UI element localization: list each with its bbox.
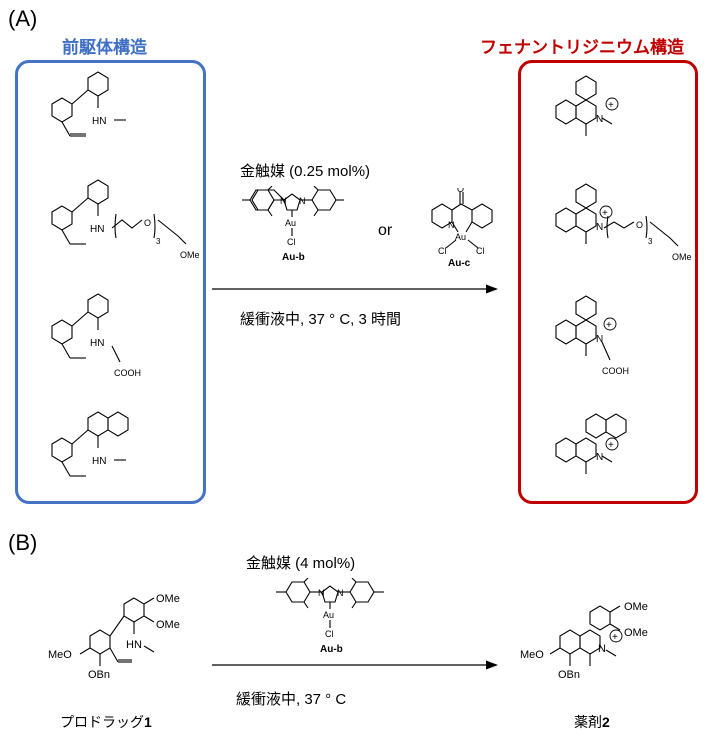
atom-cl: Cl bbox=[287, 237, 296, 247]
atom-n: N bbox=[448, 220, 455, 230]
catalyst-au-b-structure: N N Au Cl Au-b bbox=[242, 186, 344, 263]
reaction-conditions-b: 緩衝液中, 37 ° C bbox=[236, 691, 347, 708]
carboxylic-acid-label: COOH bbox=[114, 368, 141, 378]
amine-label: HN bbox=[92, 456, 106, 467]
methoxy-label: OMe bbox=[180, 250, 200, 260]
atom-au: Au bbox=[285, 218, 296, 228]
atom-n: N bbox=[337, 588, 344, 598]
reaction-arrow-a bbox=[212, 284, 498, 294]
atom-n: N bbox=[596, 452, 603, 463]
repeat-index: 3 bbox=[648, 237, 653, 246]
panel-b-label: (B) bbox=[8, 530, 38, 555]
atom-cl: Cl bbox=[438, 246, 447, 256]
benzyloxy-label: OBn bbox=[88, 669, 110, 681]
precursor-2-structure: HN O 3 OMe bbox=[51, 179, 200, 260]
methoxy-label: MeO bbox=[48, 649, 72, 661]
atom-o: O bbox=[457, 188, 464, 194]
methoxy-label: OMe bbox=[624, 627, 648, 639]
repeat-index: 3 bbox=[156, 237, 161, 246]
precursor-1-structure: HN bbox=[51, 71, 126, 137]
product-3-structure: N + COOH bbox=[555, 295, 629, 376]
benzyloxy-label: OBn bbox=[558, 669, 580, 681]
cation-charge: + bbox=[612, 632, 618, 643]
methoxy-label: OMe bbox=[156, 619, 180, 631]
atom-cl: Cl bbox=[476, 246, 485, 256]
methoxy-label: OMe bbox=[624, 601, 648, 613]
product-box bbox=[518, 60, 698, 504]
reaction-conditions-a: 緩衝液中, 37 ° C, 3 時間 bbox=[240, 311, 402, 328]
atom-n: N bbox=[299, 196, 306, 206]
methoxy-label: OMe bbox=[156, 593, 180, 605]
cation-charge: + bbox=[608, 440, 614, 451]
catalyst-loading-b: 金触媒 (4 mol%) bbox=[246, 555, 356, 572]
cation-charge: + bbox=[606, 320, 612, 331]
amine-label: HN bbox=[90, 224, 104, 235]
drug-caption-text: 薬剤 bbox=[574, 714, 602, 730]
catalyst-au-c-label: Au-c bbox=[448, 258, 471, 268]
product-4-structure: N + bbox=[555, 413, 627, 474]
panel-a-label: (A) bbox=[8, 6, 38, 31]
catalyst-au-b-structure-b: N N Au Cl Au-b bbox=[276, 578, 384, 655]
product-header: フェナントリジニウム構造 bbox=[480, 38, 684, 57]
atom-au: Au bbox=[323, 610, 334, 620]
atom-n: N bbox=[596, 114, 603, 125]
atom-o: O bbox=[636, 220, 643, 230]
product-1-structure: N + bbox=[555, 75, 619, 136]
drug-caption: 薬剤2 bbox=[574, 712, 610, 732]
prodrug-caption-text: プロドラッグ bbox=[60, 714, 144, 730]
atom-n: N bbox=[318, 588, 325, 598]
cation-charge: + bbox=[608, 100, 614, 111]
atom-o: O bbox=[144, 218, 151, 228]
atom-au: Au bbox=[455, 232, 466, 242]
catalyst-au-b-label: Au-b bbox=[320, 644, 343, 655]
methoxy-label: OMe bbox=[672, 252, 692, 262]
atom-cl: Cl bbox=[325, 629, 334, 639]
cation-charge: + bbox=[602, 208, 608, 219]
amine-label: HN bbox=[126, 639, 142, 651]
atom-n: N bbox=[596, 222, 603, 233]
amine-label: HN bbox=[92, 116, 106, 127]
precursor-3-structure: HN COOH bbox=[51, 293, 141, 378]
catalyst-loading-a: 金触媒 (0.25 mol%) bbox=[240, 163, 371, 180]
atom-n: N bbox=[598, 643, 606, 655]
prodrug-caption: プロドラッグ1 bbox=[60, 712, 152, 732]
reaction-arrow-b bbox=[212, 660, 498, 670]
methoxy-label: MeO bbox=[520, 649, 544, 661]
product-2-structure: N + O 3 OMe bbox=[555, 183, 692, 262]
or-text: or bbox=[378, 222, 393, 239]
prodrug-number: 1 bbox=[144, 714, 152, 730]
catalyst-au-c-structure: O N Au Cl Cl Au-c bbox=[431, 188, 493, 268]
drug-2-structure: OMe OMe MeO OBn N + bbox=[520, 601, 648, 681]
carboxylic-acid-label: COOH bbox=[602, 366, 629, 376]
atom-n: N bbox=[280, 196, 287, 206]
precursor-box bbox=[15, 60, 206, 504]
precursor-4-structure: HN bbox=[51, 411, 129, 477]
drug-number: 2 bbox=[602, 714, 610, 730]
atom-n: N bbox=[596, 334, 603, 345]
amine-label: HN bbox=[90, 338, 104, 349]
precursor-header: 前駆体構造 bbox=[62, 38, 147, 57]
catalyst-au-b-label: Au-b bbox=[282, 252, 305, 263]
prodrug-1-structure: OMe OMe MeO OBn HN bbox=[48, 593, 180, 681]
